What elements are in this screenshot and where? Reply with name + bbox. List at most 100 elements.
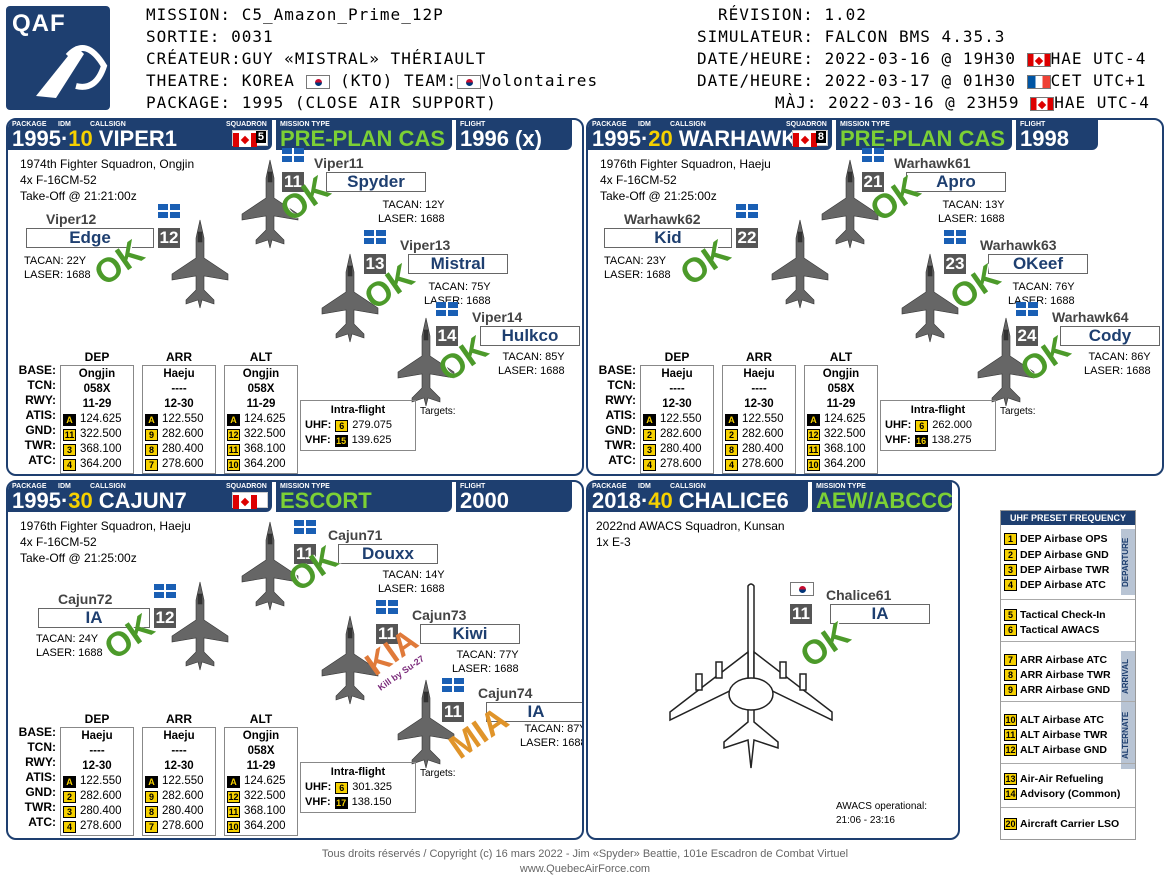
qaf-logo: QAF [6, 6, 110, 110]
vhf-label: VHF: [885, 434, 911, 446]
row-label: GND: [605, 423, 636, 437]
airbase-name: Haeju [661, 368, 693, 380]
tacan: TACAN: 14Y [382, 569, 445, 581]
pilot-callsign: Warhawk62 [624, 211, 701, 227]
row-label: ATIS: [25, 408, 56, 422]
squadron-number: 5 [255, 131, 266, 143]
targets-label: Targets: [420, 768, 456, 779]
frequency: 282.600 [162, 428, 204, 440]
idm-label: IDM [638, 483, 651, 490]
preset-channel: 8 [145, 805, 158, 818]
col-head-dep: DEP [664, 350, 690, 364]
footer-copyright: Tous droits réservés / Copyright (c) 16 … [321, 848, 849, 860]
frequency: 122.550 [80, 775, 122, 787]
pilot-callsign: Cajun73 [412, 607, 467, 623]
uhf-preset-channel: 13 [1004, 773, 1017, 785]
frequency: 364.200 [824, 458, 866, 470]
rwy: 11-29 [246, 398, 276, 410]
footer-url[interactable]: www.QuebecAirForce.com [519, 863, 651, 875]
row-label: ATC: [608, 453, 636, 467]
pilot-name: OKeef [988, 254, 1088, 274]
col-head-alt: ALT [249, 712, 273, 726]
rwy: 12-30 [164, 398, 194, 410]
row-label: ATC: [28, 815, 56, 829]
flight-number: 2000 [460, 488, 509, 513]
preset-channel: 11 [807, 443, 820, 456]
header-mission: MISSION: C5_Amazon_Prime_12P [146, 5, 444, 24]
uhf-preset-label: Tactical Check-In [1020, 609, 1106, 621]
vhf-freq: 138.275 [931, 434, 972, 446]
quebec-flag-icon [376, 600, 398, 614]
info-line: 2022nd AWACS Squadron, Kunsan [596, 519, 785, 533]
preset-channel: 4 [643, 458, 656, 471]
mission-type: AEW/ABCCC [816, 488, 953, 513]
pilot-number: 13 [364, 254, 386, 274]
quebec-flag-icon [436, 302, 458, 316]
uhf-preset-label: DEP Airbase GND [1020, 549, 1109, 561]
preset-channel: 7 [145, 820, 158, 833]
info-line: 1x E-3 [596, 535, 631, 549]
pilot-callsign: Chalice61 [826, 587, 892, 603]
callsign-label: CALLSIGN [90, 121, 126, 128]
quebec-flag-icon [158, 204, 180, 218]
tcn: 058X [827, 383, 855, 395]
team-name: Volontaires [481, 71, 599, 90]
airbase-name: Ongjin [242, 730, 280, 742]
vhf-label: VHF: [305, 796, 331, 808]
uhf-preset-label: Aircraft Carrier LSO [1020, 818, 1120, 830]
quebec-flag-icon [364, 230, 386, 244]
airbase-name: Haeju [81, 730, 113, 742]
preset-channel: 2 [63, 790, 76, 803]
uhf-preset-label: ARR Airbase GND [1020, 684, 1111, 696]
rwy: 12-30 [744, 398, 774, 410]
uhf-label: UHF: [885, 419, 912, 431]
korea-flag-icon [457, 74, 482, 89]
uhf-preset-label: ALT Airbase GND [1020, 744, 1107, 756]
preset-channel: A [145, 413, 158, 426]
row-label: GND: [25, 423, 56, 437]
preset-channel: A [227, 413, 240, 426]
airbase-name: Ongjin [78, 368, 116, 380]
f16-jet-icon [314, 614, 386, 706]
preset-channel: 10 [227, 820, 240, 833]
info-line: 1974th Fighter Squadron, Ongjin [20, 157, 195, 171]
frequency: 368.100 [244, 805, 286, 817]
info-line: Take-Off @ 21:25:00z [600, 189, 717, 203]
header-maj: MÀJ: 2022-03-16 @ 23H59 HAE UTC-4 [775, 93, 1150, 112]
pilot-number: 12 [154, 608, 176, 628]
f16-jet-icon [164, 218, 236, 310]
row-label: BASE: [18, 363, 56, 377]
tcn: ---- [171, 745, 187, 757]
preset-channel: A [63, 775, 76, 788]
callsign-text: CAJUN7 [98, 488, 187, 513]
pilot-name: Hulkco [480, 326, 580, 346]
mission-type-label: MISSION TYPE [280, 121, 330, 128]
frequency: 280.400 [162, 443, 204, 455]
awacs-operational-label: AWACS operational: [836, 801, 927, 812]
pilot-number: 11 [790, 604, 812, 624]
rwy: 11-29 [826, 398, 856, 410]
laser: LASER: 1688 [1084, 365, 1151, 377]
uhf-divider [1001, 763, 1135, 764]
